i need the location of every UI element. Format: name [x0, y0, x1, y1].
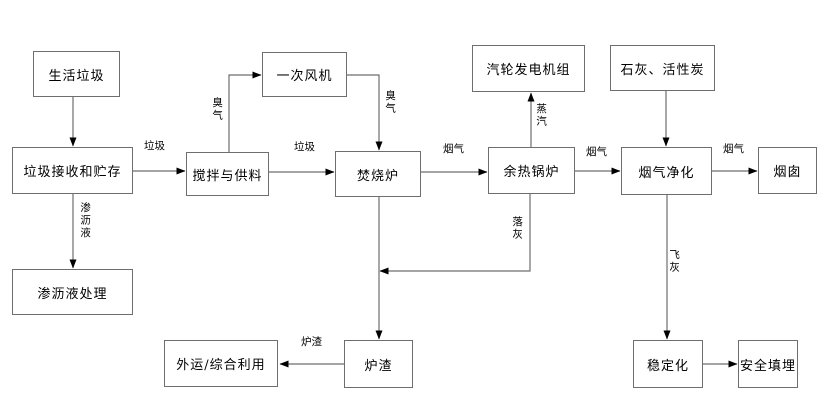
- node-lime-activated-carbon: 石灰、活性炭: [610, 45, 715, 91]
- node-stabilization: 稳定化: [633, 340, 703, 388]
- edge-label-fly-ash: 飞灰: [668, 249, 681, 274]
- node-leachate-treatment: 渗沥液处理: [12, 269, 133, 315]
- edge-label-ash-fall: 落灰: [511, 216, 524, 241]
- node-waste-heat-boiler: 余热锅炉: [488, 147, 575, 194]
- node-incinerator: 焚烧炉: [335, 151, 421, 197]
- node-mixing-feeding: 搅拌与供料: [186, 152, 269, 196]
- node-safe-landfill: 安全填埋: [738, 340, 798, 388]
- node-flue-gas-purification: 烟气净化: [621, 147, 712, 195]
- edge-label-waste-2: 垃圾: [294, 141, 315, 153]
- node-turbine-generator: 汽轮发电机组: [472, 45, 585, 92]
- edge-mixing-to-fan: [228, 71, 262, 152]
- node-external-utilization: 外运/综合利用: [164, 340, 278, 387]
- edge-boiler-ash-to-slag-line: [379, 194, 531, 275]
- edge-label-odor-1: 臭气: [211, 97, 224, 122]
- node-slag: 炉渣: [344, 340, 413, 388]
- edge-label-flue-gas-2: 烟气: [586, 146, 607, 158]
- node-household-waste: 生活垃圾: [33, 51, 120, 97]
- edge-label-steam: 蒸汽: [535, 103, 548, 128]
- edge-label-flue-gas-1: 烟气: [443, 143, 464, 155]
- edge-label-leachate: 渗沥液: [79, 202, 92, 240]
- edge-fan-to-incinerator: [347, 74, 383, 151]
- edge-label-slag: 炉渣: [301, 336, 322, 348]
- edge-label-odor-2: 臭气: [384, 90, 397, 115]
- node-waste-reception: 垃圾接收和贮存: [12, 147, 133, 194]
- edge-label-flue-gas-3: 烟气: [723, 143, 744, 155]
- node-chimney: 烟囱: [758, 147, 817, 194]
- edge-label-waste-1: 垃圾: [144, 140, 165, 152]
- node-primary-fan: 一次风机: [262, 52, 347, 97]
